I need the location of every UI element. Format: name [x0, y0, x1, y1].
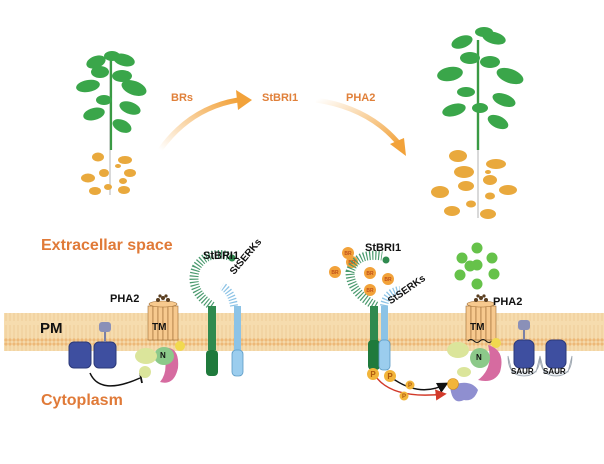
n-domain-label-left: N [160, 351, 166, 360]
phospho-group: P [367, 368, 379, 380]
phospho-group: P [405, 380, 415, 390]
stserks-coreceptor-inactive [219, 282, 244, 377]
proton [488, 268, 500, 280]
proton [454, 269, 466, 281]
svg-text:BR: BR [348, 260, 356, 266]
flow-label-pha2: PHA2 [346, 92, 376, 104]
pp2c-d-dimer [68, 322, 117, 369]
br-ligand: BR [342, 247, 354, 259]
small-potato-plant [76, 51, 147, 195]
stbri1-label-right: StBRI1 [365, 242, 402, 254]
proton [471, 242, 483, 254]
br-ligand: BR [329, 266, 341, 278]
flow-label-brs: BRs [171, 92, 194, 104]
large-potato-plant [431, 27, 524, 219]
proton-cluster [454, 242, 500, 290]
phospho-group: P [399, 391, 409, 401]
leaves [76, 51, 147, 133]
pha2-label-right: PHA2 [493, 296, 523, 308]
proton [486, 252, 498, 264]
br-ligand: BR [364, 267, 376, 279]
svg-text:P: P [402, 394, 406, 400]
svg-text:P: P [408, 383, 412, 389]
svg-text:BR: BR [344, 251, 352, 257]
flow-arrow-1 [157, 97, 239, 152]
br-ligand: BR [364, 284, 376, 296]
flow-arrowhead-1 [236, 90, 252, 110]
inhibition-arrow [89, 372, 141, 387]
phospho-group: P [384, 370, 396, 382]
proton [471, 278, 483, 290]
svg-text:BR: BR [331, 270, 339, 276]
tm-label-left: TM [152, 322, 167, 333]
phosphorylation-arrow-red [373, 373, 447, 401]
br-ligand: BR [382, 273, 394, 285]
region-label-cytoplasm: Cytoplasm [41, 392, 123, 409]
flow-arrowhead-2 [390, 138, 406, 156]
region-label-extracellular: Extracellar space [41, 237, 173, 254]
svg-text:BR: BR [384, 277, 392, 283]
flow-label-stbri1: StBRI1 [262, 92, 299, 104]
region-label-membrane: PM [40, 320, 63, 337]
tm-label-right: TM [470, 322, 485, 333]
br-ligands: BR BR BR BR BR BR [329, 247, 394, 296]
svg-text:P: P [370, 370, 376, 379]
proton [456, 252, 468, 264]
phosphorylation-arrow-black [391, 377, 449, 393]
pha2-pump-active [447, 294, 502, 402]
saur-label-1: SAUR [511, 367, 534, 376]
stbri1-label-left: StBRI1 [203, 250, 240, 262]
large-tubers [431, 150, 517, 219]
stserks-coreceptor-active [378, 286, 401, 371]
stbri1-receptor-active [345, 250, 390, 370]
proton [464, 260, 476, 272]
small-tubers [81, 152, 136, 195]
svg-text:P: P [387, 372, 393, 381]
stbri1-receptor-inactive [189, 250, 236, 376]
svg-text:BR: BR [366, 288, 374, 294]
n-domain-label-right: N [476, 353, 482, 362]
pha2-label-left: PHA2 [110, 293, 140, 305]
pha2-pump-inactive [135, 294, 185, 383]
flow-arrow-2 [315, 97, 402, 147]
svg-text:BR: BR [366, 271, 374, 277]
saur-pp2c-complex-2 [539, 339, 573, 377]
leaves [437, 27, 524, 130]
saur-label-2: SAUR [543, 367, 566, 376]
